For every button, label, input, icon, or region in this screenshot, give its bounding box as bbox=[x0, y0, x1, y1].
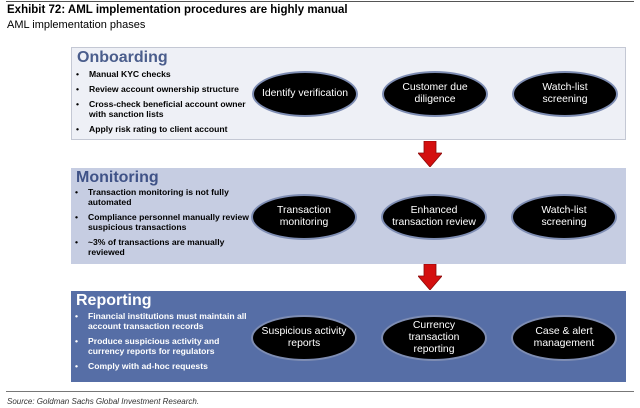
step-watch-list-screening: Watch-list screening bbox=[511, 194, 617, 240]
bullet-icon: • bbox=[75, 212, 79, 222]
list-item: • Review account ownership structure bbox=[75, 84, 253, 94]
step-label: Suspicious activity reports bbox=[261, 326, 347, 349]
bullet-icon: • bbox=[76, 99, 80, 109]
list-item: • ~3% of transactions are manually review… bbox=[74, 237, 252, 257]
step-label: Watch-list screening bbox=[541, 205, 587, 228]
onboarding-section: Onboarding • Manual KYC checks • Review ac… bbox=[71, 47, 626, 140]
top-rule bbox=[6, 1, 634, 2]
bullet-text: Transaction monitoring is not fully auto… bbox=[88, 187, 229, 207]
bullet-icon: • bbox=[75, 361, 79, 371]
down-arrow-icon bbox=[418, 141, 442, 167]
step-label: Currency transaction reporting bbox=[408, 320, 460, 355]
bullet-text: Review account ownership structure bbox=[89, 84, 239, 94]
step-customer-due-diligence: Customer due diligence bbox=[382, 71, 488, 117]
list-item: • Financial institutions must maintain al… bbox=[74, 311, 252, 331]
bullet-icon: • bbox=[75, 237, 79, 247]
down-arrow-icon bbox=[418, 264, 442, 290]
step-label: Watch-list screening bbox=[542, 82, 588, 105]
bullet-text: Cross-check beneficial account owner wit… bbox=[89, 99, 246, 119]
list-item: • Compliance personnel manually review su… bbox=[74, 212, 252, 232]
list-item: • Produce suspicious activity and currenc… bbox=[74, 336, 252, 356]
exhibit-subtitle: AML implementation phases bbox=[7, 19, 146, 31]
list-item: • Comply with ad-hoc requests bbox=[74, 361, 252, 371]
step-identify-verification: Identify verification bbox=[252, 71, 358, 117]
bullet-text: Produce suspicious activity and currency… bbox=[88, 336, 220, 356]
list-item: • Transaction monitoring is not fully aut… bbox=[74, 187, 252, 207]
monitoring-bullets: • Transaction monitoring is not fully aut… bbox=[74, 187, 252, 262]
bullet-text: Comply with ad-hoc requests bbox=[88, 361, 208, 371]
reporting-section: Reporting • Financial institutions must m… bbox=[71, 291, 626, 382]
bullet-icon: • bbox=[76, 124, 80, 134]
bullet-text: ~3% of transactions are manually reviewe… bbox=[88, 237, 225, 257]
bullet-text: Manual KYC checks bbox=[89, 69, 171, 79]
onboarding-title: Onboarding bbox=[77, 49, 168, 66]
bullet-text: Financial institutions must maintain all… bbox=[88, 311, 247, 331]
list-item: • Apply risk rating to client account bbox=[75, 124, 253, 134]
step-label: Identify verification bbox=[261, 88, 349, 99]
step-label: Customer due diligence bbox=[402, 82, 468, 105]
list-item: • Cross-check beneficial account owner wi… bbox=[75, 99, 253, 119]
exhibit-title: Exhibit 72: AML implementation procedure… bbox=[7, 4, 348, 16]
step-transaction-monitoring: Transaction monitoring bbox=[251, 194, 357, 240]
step-currency-transaction-reporting: Currency transaction reporting bbox=[381, 315, 487, 361]
bullet-icon: • bbox=[76, 84, 80, 94]
onboarding-bullets: • Manual KYC checks • Review account owner… bbox=[75, 69, 253, 139]
bullet-icon: • bbox=[75, 311, 79, 321]
bullet-icon: • bbox=[75, 336, 79, 346]
reporting-title: Reporting bbox=[76, 292, 152, 309]
reporting-bullets: • Financial institutions must maintain al… bbox=[74, 311, 252, 376]
step-watch-list-screening: Watch-list screening bbox=[512, 71, 618, 117]
step-label: Enhanced transaction review bbox=[392, 205, 476, 228]
step-label: Case & alert management bbox=[533, 326, 595, 349]
source-note: Source: Goldman Sachs Global Investment … bbox=[7, 397, 200, 406]
bullet-icon: • bbox=[76, 69, 80, 79]
step-enhanced-transaction-review: Enhanced transaction review bbox=[381, 194, 487, 240]
monitoring-section: Monitoring • Transaction monitoring is no… bbox=[71, 168, 626, 264]
monitoring-title: Monitoring bbox=[76, 169, 159, 186]
bullet-icon: • bbox=[75, 187, 79, 197]
step-label: Transaction monitoring bbox=[277, 205, 331, 228]
bullet-text: Compliance personnel manually review sus… bbox=[88, 212, 249, 232]
step-case-alert-management: Case & alert management bbox=[511, 315, 617, 361]
bottom-rule bbox=[6, 391, 634, 392]
bullet-text: Apply risk rating to client account bbox=[89, 124, 228, 134]
list-item: • Manual KYC checks bbox=[75, 69, 253, 79]
step-suspicious-activity-reports: Suspicious activity reports bbox=[251, 315, 357, 361]
